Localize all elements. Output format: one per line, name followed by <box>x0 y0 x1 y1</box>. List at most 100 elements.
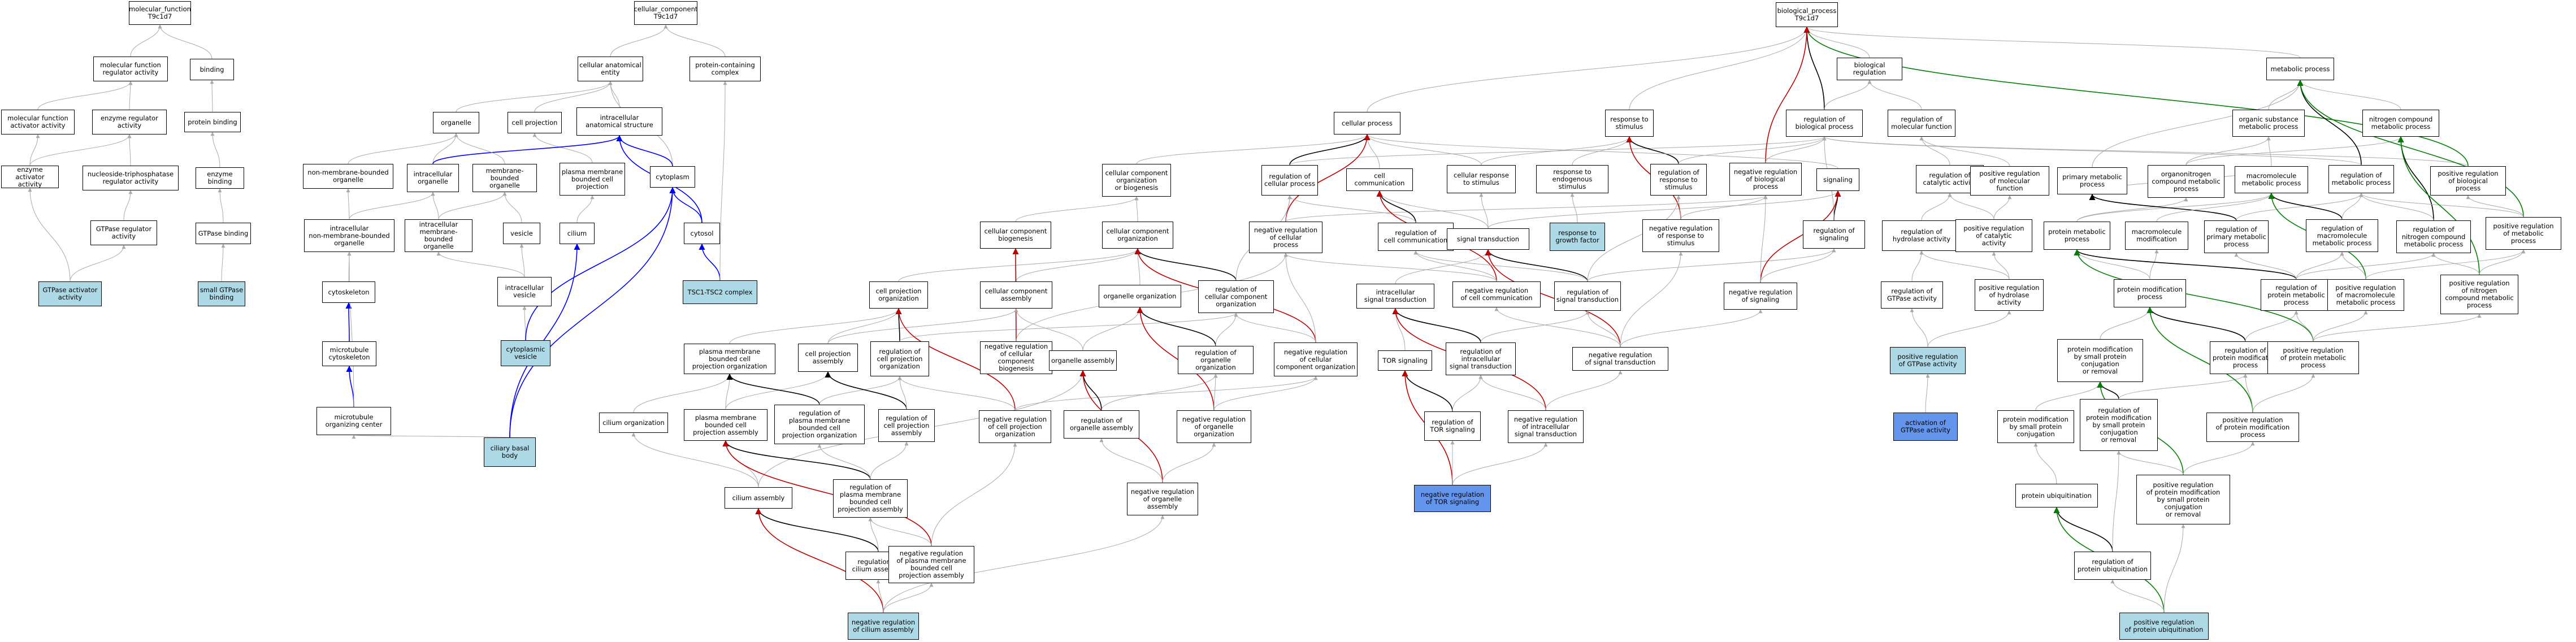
term-node-intraorg[interactable]: intracellular organelle <box>407 164 459 192</box>
term-node-regsig[interactable]: regulation of signaling <box>1803 220 1865 249</box>
term-node-gtpact[interactable]: GTPase activator activity <box>38 281 102 306</box>
term-node-cellresp[interactable]: cellular response to stimulus <box>1447 165 1516 193</box>
term-node-pmcr[interactable]: protein modification by small protein co… <box>2057 339 2143 382</box>
term-node-mf[interactable]: molecular_function T9c1d7 <box>129 1 191 25</box>
term-node-imbo[interactable]: intracellular membrane-bounded organelle <box>405 219 472 252</box>
term-node-protbind[interactable]: protein binding <box>184 112 241 132</box>
term-node-negregciliumasm[interactable]: negative regulation of cilium assembly <box>848 613 919 640</box>
term-node-ciliumorg[interactable]: cilium organization <box>599 413 668 433</box>
term-node-cca[interactable]: cellular component assembly <box>980 281 1052 309</box>
term-node-reggtp[interactable]: regulation of GTPase activity <box>1881 281 1943 309</box>
term-node-negregsig[interactable]: negative regulation of signaling <box>1724 283 1797 310</box>
term-node-regcco[interactable]: regulation of cellular component organiz… <box>1198 280 1274 313</box>
term-node-cellproc[interactable]: cellular process <box>1334 112 1400 135</box>
term-node-ccbio[interactable]: cellular component biogenesis <box>980 222 1051 249</box>
term-node-posregprotubiq[interactable]: positive regulation of protein ubiquitin… <box>2119 613 2209 640</box>
term-node-intravesicle[interactable]: intracellular vesicle <box>497 277 552 306</box>
term-node-mbo[interactable]: membrane-bounded organelle <box>472 164 537 192</box>
term-node-negregcp[interactable]: negative regulation of cellular process <box>1249 222 1322 253</box>
term-node-regresp[interactable]: regulation of response to stimulus <box>1650 164 1707 196</box>
term-node-regpmcr[interactable]: regulation of protein modification by sm… <box>2080 399 2158 451</box>
term-node-primmet[interactable]: primary metabolic process <box>2057 167 2127 194</box>
term-node-posregbp[interactable]: positive regulation of biological proces… <box>2430 166 2506 196</box>
term-node-tsc[interactable]: TSC1-TSC2 complex <box>683 280 757 304</box>
term-node-pmbcpo[interactable]: plasma membrane bounded cell projection … <box>684 344 775 374</box>
term-node-regcp[interactable]: regulation of cellular process <box>1261 165 1318 196</box>
term-node-cytovesicle[interactable]: cytoplasmic vesicle <box>501 340 550 366</box>
term-node-negregcco[interactable]: negative regulation of cellular componen… <box>1274 342 1358 376</box>
term-node-regbp[interactable]: regulation of biological process <box>1786 110 1863 137</box>
term-node-posregmacromet[interactable]: positive regulation of macromolecule met… <box>2327 279 2404 311</box>
term-node-mtcyto[interactable]: microtubule cytoskeleton <box>322 341 376 366</box>
term-node-pmbcpa[interactable]: plasma membrane bounded cell projection … <box>684 409 767 441</box>
term-node-regsigtrans[interactable]: regulation of signal transduction <box>1554 281 1621 311</box>
term-node-negregccb[interactable]: negative regulation of cellular componen… <box>980 341 1052 374</box>
term-node-organelle[interactable]: organelle <box>433 112 479 133</box>
term-node-metab[interactable]: metabolic process <box>2266 58 2334 80</box>
term-node-ntpreg[interactable]: nucleoside-triphosphatase regulator acti… <box>83 166 179 190</box>
term-node-negregpmbcpa[interactable]: negative regulation of plasma membrane b… <box>888 546 974 583</box>
term-node-negregtor[interactable]: negative regulation of TOR signaling <box>1414 485 1491 512</box>
term-node-regorgasm[interactable]: regulation of organelle assembly <box>1064 410 1139 439</box>
term-node-pmbcp[interactable]: plasma membrane bounded cell projection <box>560 163 625 196</box>
term-node-sigtrans[interactable]: signal transduction <box>1447 228 1529 250</box>
term-node-orgorg[interactable]: organelle organization <box>1099 285 1181 307</box>
term-node-ncmp[interactable]: nitrogen compound metabolic process <box>2362 110 2439 137</box>
term-node-pcc[interactable]: protein-containing complex <box>689 57 761 81</box>
term-node-cytoplasm[interactable]: cytoplasm <box>650 166 695 188</box>
term-node-mfreg[interactable]: molecular function regulator activity <box>93 57 168 81</box>
term-node-ccob[interactable]: cellular component organization or bioge… <box>1102 164 1171 197</box>
term-node-posregprotmet[interactable]: positive regulation of protein metabolic… <box>2267 341 2359 374</box>
term-node-respgf[interactable]: response to growth factor <box>1550 223 1605 251</box>
term-node-regpmbcpa[interactable]: regulation of plasma membrane bounded ce… <box>833 479 908 518</box>
term-node-cpa[interactable]: cell projection assembly <box>798 344 858 372</box>
term-node-cpo[interactable]: cell projection organization <box>869 281 928 309</box>
term-node-respendo[interactable]: response to endogenous stimulus <box>1536 165 1608 193</box>
term-node-enzreg[interactable]: enzyme regulator activity <box>92 110 167 135</box>
term-node-orgasm[interactable]: organelle assembly <box>1049 350 1117 371</box>
term-node-regtor[interactable]: regulation of TOR signaling <box>1424 411 1481 441</box>
term-node-protubiq[interactable]: protein ubiquitination <box>2015 484 2098 507</box>
term-node-cae[interactable]: cellular anatomical entity <box>578 57 643 81</box>
term-node-ciliumasm[interactable]: cilium assembly <box>725 487 792 509</box>
term-node-regmacromet[interactable]: regulation of macromolecule metabolic pr… <box>2306 219 2378 252</box>
term-node-enzbind[interactable]: enzyme binding <box>196 167 244 189</box>
term-node-macromet[interactable]: macromolecule metabolic process <box>2235 166 2308 193</box>
term-node-posregprotmod[interactable]: positive regulation of protein modificat… <box>2206 413 2299 442</box>
term-node-cilium[interactable]: cilium <box>560 223 595 244</box>
term-node-nmbo[interactable]: non-membrane-bounded organelle <box>303 164 393 189</box>
term-node-negregorgasm[interactable]: negative regulation of organelle assembl… <box>1127 483 1198 515</box>
term-node-regcpo[interactable]: regulation of cell projection organizati… <box>870 341 929 376</box>
term-node-gtpreg[interactable]: GTPase regulator activity <box>90 220 157 245</box>
term-node-inmbo[interactable]: intracellular non-membrane-bounded organ… <box>304 219 394 252</box>
term-node-binding[interactable]: binding <box>190 59 234 80</box>
term-node-posregcat[interactable]: positive regulation of catalytic activit… <box>1955 219 2032 252</box>
term-node-regcellcomm[interactable]: regulation of cell communication <box>1378 223 1454 251</box>
term-node-posreghydro[interactable]: positive regulation of hydrolase activit… <box>1975 279 2044 311</box>
term-node-cellcomm[interactable]: cell communication <box>1346 168 1413 191</box>
term-node-pmspc[interactable]: protein modification by small protein co… <box>1997 410 2074 443</box>
term-node-regprimmet[interactable]: regulation of primary metabolic process <box>2204 220 2269 253</box>
term-node-protmet[interactable]: protein metabolic process <box>2044 222 2110 250</box>
term-node-regprotmet[interactable]: regulation of protein metabolic process <box>2261 279 2332 311</box>
term-node-bioreg[interactable]: biological regulation <box>1837 58 1902 80</box>
term-node-cco[interactable]: cellular component organization <box>1102 222 1173 249</box>
term-node-regncmp[interactable]: regulation of nitrogen compound metaboli… <box>2396 220 2471 253</box>
term-node-posregpmcr[interactable]: positive regulation of protein modificat… <box>2136 475 2230 524</box>
term-node-regprotubiq[interactable]: regulation of protein ubiquitination <box>2074 552 2151 580</box>
term-node-signaling[interactable]: signaling <box>1816 168 1859 191</box>
term-node-tor[interactable]: TOR signaling <box>1378 350 1432 371</box>
term-node-regorgorg[interactable]: regulation of organelle organization <box>1178 346 1254 374</box>
term-node-osmp[interactable]: organic substance metabolic process <box>2232 110 2305 137</box>
term-node-macromod[interactable]: macromolecule modification <box>2125 222 2188 250</box>
term-node-negregorgorg[interactable]: negative regulation of organelle organiz… <box>1177 410 1251 443</box>
term-node-posregncmp[interactable]: positive regulation of nitrogen compound… <box>2440 275 2518 314</box>
term-node-posregmet[interactable]: positive regulation of metabolic process <box>2486 217 2561 250</box>
term-node-negregcellcomm[interactable]: negative regulation of cell communicatio… <box>1452 281 1541 307</box>
term-node-ciliumbody[interactable]: ciliary basal body <box>484 437 536 467</box>
term-node-cc[interactable]: cellular_component T9c1d7 <box>634 1 697 25</box>
term-node-registrans[interactable]: regulation of intracellular signal trans… <box>1446 342 1516 375</box>
term-node-intraana[interactable]: intracellular anatomical structure <box>576 107 662 136</box>
term-node-cytoskel[interactable]: cytoskeleton <box>322 281 375 303</box>
term-node-negregresp[interactable]: negative regulation of response to stimu… <box>1642 219 1719 252</box>
